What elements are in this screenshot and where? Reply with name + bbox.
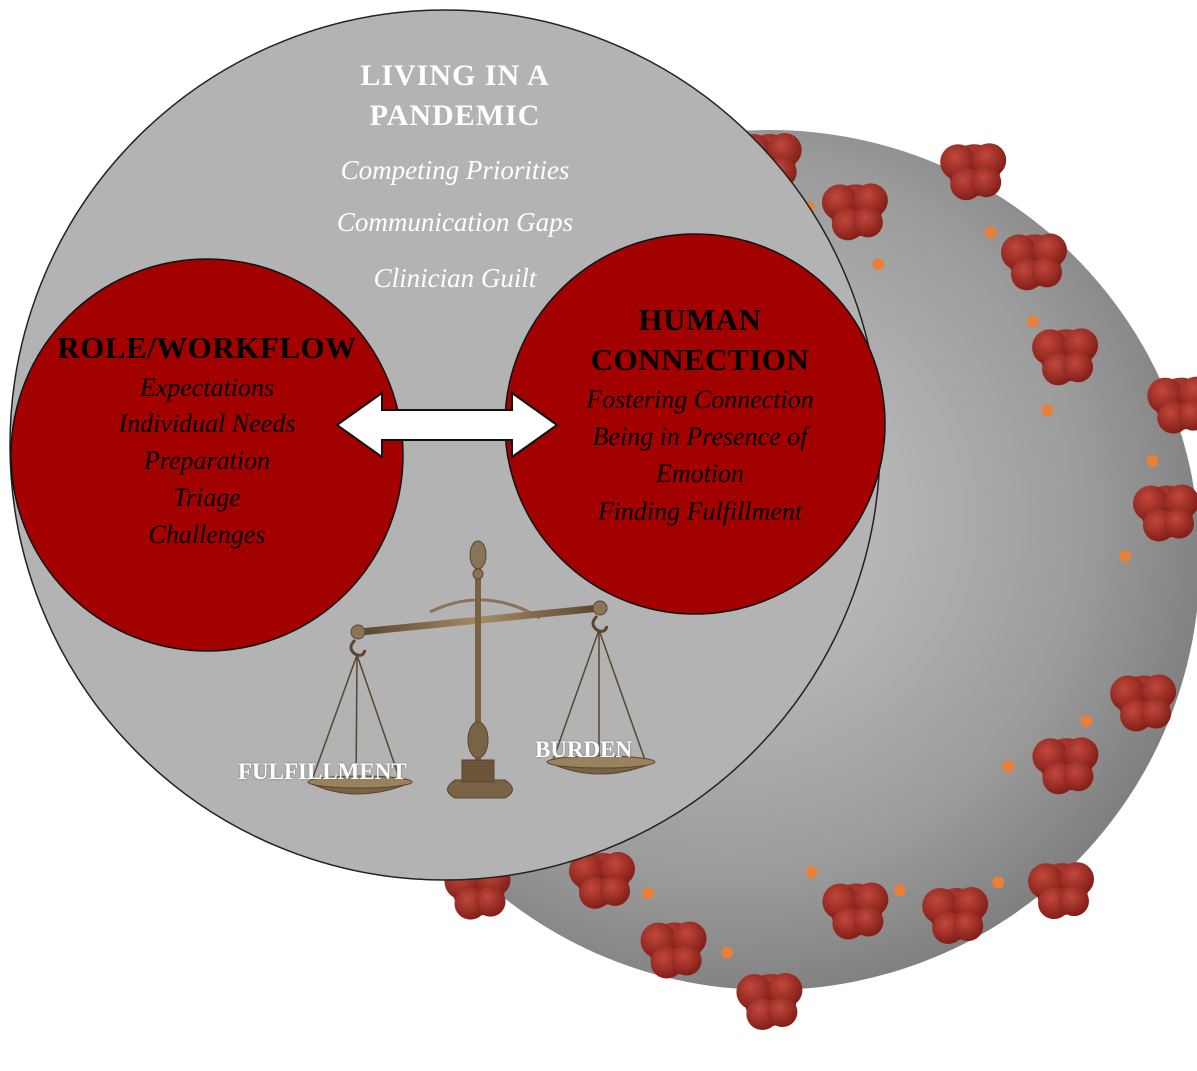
role-item-triage: Triage [173,483,241,512]
virus-dot [721,946,733,959]
human-item-finding-fulfillment: Finding Fulfillment [597,497,803,526]
virus-dot [1027,315,1039,328]
balance-scale-icon [307,540,656,799]
virus-dot [642,887,654,900]
virus-spike [640,921,707,979]
human-item-fostering-connection: Fostering Connection [586,385,814,414]
virus-spike [940,143,1007,201]
human-item-emotion: Emotion [655,459,745,488]
role-item-preparation: Preparation [143,446,271,475]
virus-dot [1080,715,1093,728]
human-connection-title-line1: HUMAN [638,302,762,337]
virus-dot [1002,760,1015,773]
virus-dot [992,876,1005,889]
virus-spike [1032,737,1099,795]
virus-spike [1147,376,1197,434]
virus-dot [984,226,997,239]
human-item-being-in-presence: Being in Presence of [592,422,808,451]
virus-dot [872,258,885,271]
burden-label: BURDEN [535,737,633,762]
role-item-expectations: Expectations [139,373,275,402]
virus-spike [736,973,803,1030]
main-title-line1: LIVING IN A [360,59,550,92]
virus-spike [1032,328,1099,386]
main-title: LIVING IN A PANDEMIC [255,56,655,136]
virus-dot [1119,549,1131,562]
virus-spike [1028,862,1094,920]
fulfillment-label: FULFILLMENT [238,759,407,784]
virus-spike [821,183,888,241]
role-workflow-circle [10,258,404,652]
role-item-challenges: Challenges [148,520,266,549]
virus-spike [822,882,889,940]
virus-spike [1133,484,1197,542]
header-item-clinician-guilt: Clinician Guilt [373,263,537,293]
virus-dot [893,884,906,897]
virus-dot [1041,404,1054,417]
virus-spike [569,851,635,909]
double-arrow-icon [335,391,559,459]
virus-spike [922,887,989,944]
header-item-communication-gaps: Communication Gaps [336,207,574,237]
role-workflow-title: ROLE/WORKFLOW [57,330,357,365]
virus-spike [1110,674,1177,732]
role-item-individual-needs: Individual Needs [118,409,296,438]
human-connection-title-line2: CONNECTION [590,342,810,377]
virus-dot [805,866,818,879]
virus-spike [1001,233,1067,291]
header-item-competing-priorities: Competing Priorities [340,155,570,185]
main-title-line2: PANDEMIC [369,99,541,132]
virus-dot [1146,455,1159,467]
